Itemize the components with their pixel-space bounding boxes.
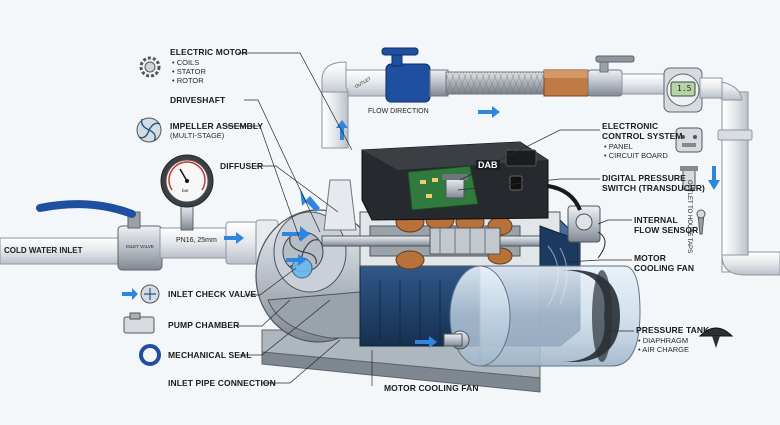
inlet-valve-text: INLET VALVE <box>122 244 158 249</box>
label-digital-pressure-line1: DIGITAL PRESSURE <box>602 173 686 183</box>
label-inlet-check-valve: INLET CHECK VALVE <box>168 289 256 299</box>
label-inlet-pipe-connection: INLET PIPE CONNECTION <box>168 378 276 388</box>
cold-water-inlet-text: COLD WATER INLET <box>4 246 83 255</box>
gauge-unit-text: bar <box>182 188 189 193</box>
electronic-control-item: • CIRCUIT BOARD <box>604 151 668 160</box>
label-driveshaft: DRIVESHAFT <box>170 95 225 105</box>
outlet-to-house-text: OUTLET TO HOUSE TAPS <box>686 180 692 253</box>
label-motor-cooling-fan-bottom: MOTOR COOLING FAN <box>384 383 479 393</box>
label-internal-flow-line1: INTERNAL <box>634 215 678 225</box>
pressure-tank-item: • DIAPHRAGM <box>638 336 688 345</box>
gear-icon <box>141 58 159 76</box>
label-mechanical-seal: MECHANICAL SEAL <box>168 350 252 360</box>
label-motor-cooling-fan-right-line1: MOTOR <box>634 253 666 263</box>
label-pump-chamber: PUMP CHAMBER <box>168 320 239 330</box>
flow-meter-display: 1.5 <box>677 84 691 93</box>
electric-motor-item: • COILS <box>172 58 199 67</box>
label-electric-motor: ELECTRIC MOTOR <box>170 47 248 57</box>
label-pressure-tank: PRESSURE TANK <box>636 325 709 335</box>
pressure-tank-item: • AIR CHARGE <box>638 345 689 354</box>
seal-ring-icon <box>141 346 159 364</box>
label-impeller-assembly: IMPELLER ASSEMBLY <box>170 121 263 131</box>
pump-chamber-icon <box>124 313 154 333</box>
impeller-icon <box>137 118 161 142</box>
pipe-spec-text: PN16, 25mm <box>176 237 217 244</box>
label-diffuser: DIFFUSER <box>220 161 263 171</box>
label-impeller-sub: (MULTI-STAGE) <box>170 131 224 140</box>
label-electronic-control-line1: ELECTRONIC <box>602 121 658 131</box>
label-electronic-control-line2: CONTROL SYSTEM <box>602 131 683 141</box>
electric-motor-item: • STATOR <box>172 67 206 76</box>
electronic-control-item: • PANEL <box>604 142 633 151</box>
brand-logo: DAB <box>476 160 500 170</box>
flow-direction-text: FLOW DIRECTION <box>368 108 429 115</box>
check-valve-icon <box>141 285 159 303</box>
electric-motor-item: • ROTOR <box>172 76 204 85</box>
label-motor-cooling-fan-right-line2: COOLING FAN <box>634 263 694 273</box>
